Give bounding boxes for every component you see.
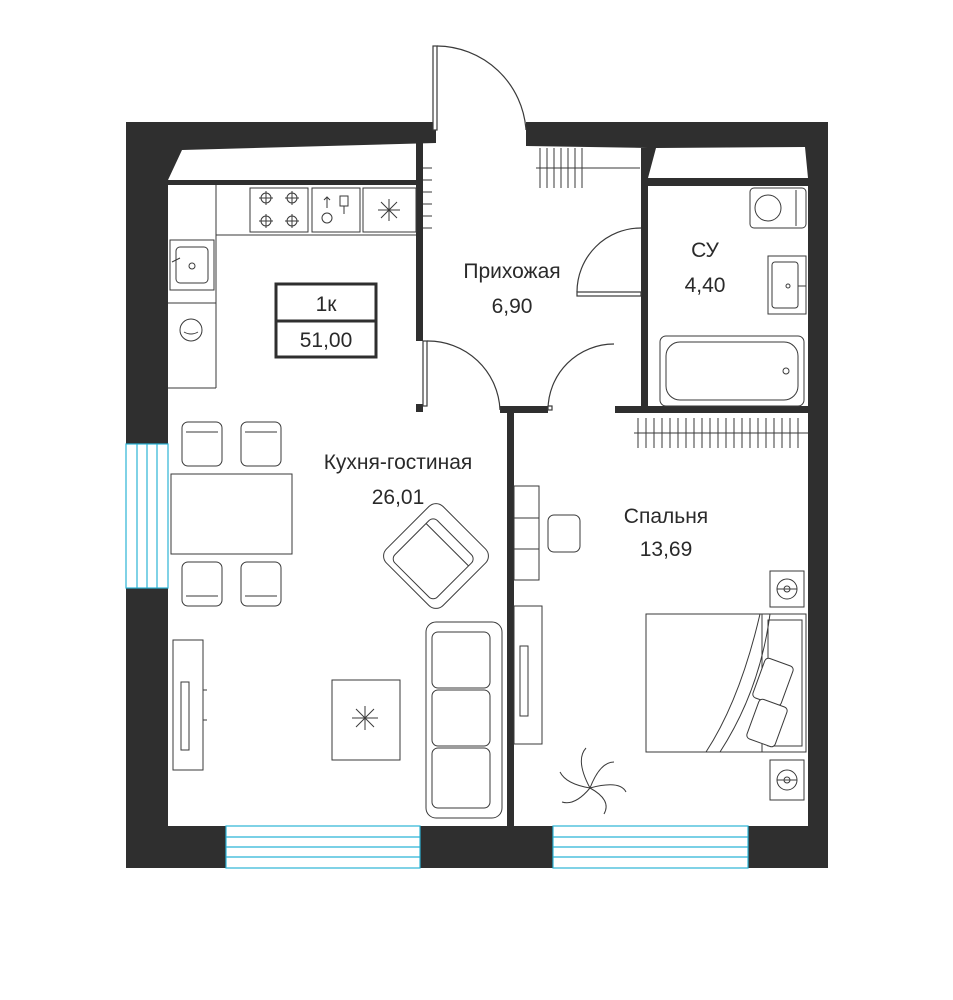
wall-bottom-left [126, 826, 226, 868]
radiators [423, 148, 808, 448]
bedroom-door [547, 343, 615, 411]
dining-set [170, 421, 293, 607]
coffee-table [331, 679, 401, 761]
apartment-type: 1к [316, 293, 338, 316]
hood-icon [362, 187, 417, 233]
window-bottom-left [225, 825, 421, 869]
hallway-left-wall-upper [416, 143, 423, 341]
entrance-door [432, 45, 527, 131]
stove-icon [249, 187, 309, 233]
pouf [547, 514, 581, 553]
chair [240, 561, 282, 607]
wall-left-lower [126, 588, 168, 868]
bedroom-divider-wall [507, 406, 514, 826]
apartment-total-area: 51,00 [300, 329, 353, 352]
sofa [425, 621, 503, 819]
wall-bottom-right [748, 826, 828, 868]
wardrobe [513, 485, 540, 581]
radiator-bedroom [634, 418, 808, 448]
hallway-right-wall [641, 148, 648, 412]
hallway-bottom-wall-right [615, 406, 648, 413]
chair [181, 421, 223, 467]
tv-unit [172, 639, 207, 771]
bedroom-tv-unit [513, 605, 543, 745]
doors [422, 45, 642, 411]
window-left [125, 443, 169, 589]
bedroom-furniture [513, 485, 807, 815]
armchair [383, 503, 489, 609]
room-area-bedroom: 13,69 [640, 538, 693, 561]
room-area-kitchen-living: 26,01 [372, 486, 425, 509]
coffee-machine-icon [311, 187, 361, 233]
bathroom-fixtures [659, 187, 807, 407]
wall-bottom-middle [420, 826, 553, 868]
room-area-bathroom: 4,40 [685, 274, 726, 297]
nightstand [769, 759, 805, 801]
kitchen-door [422, 340, 501, 411]
wall-top-left [126, 122, 436, 180]
plant-icon [352, 706, 378, 730]
washing-machine-icon [179, 318, 203, 342]
coat-rack [423, 167, 432, 229]
wall-top-right [526, 122, 828, 178]
room-labels: Прихожая 6,90 СУ 4,40 Кухня-гостиная 26,… [324, 239, 726, 561]
washbasin-icon [767, 255, 807, 315]
chair [181, 561, 223, 607]
kitchen-furniture [168, 185, 417, 389]
nightstand [769, 570, 805, 608]
kitchen-upper-partition [168, 180, 416, 185]
window-bottom-right [552, 825, 749, 869]
walls [126, 122, 828, 868]
room-name-kitchen-living: Кухня-гостиная [324, 451, 473, 474]
windows [125, 443, 749, 869]
wall-left-upper [126, 122, 168, 444]
room-name-hallway: Прихожая [463, 260, 560, 283]
plant-icon [559, 747, 627, 815]
sink-icon [169, 239, 215, 291]
chair [240, 421, 282, 467]
bathroom-door [576, 227, 642, 297]
apartment-badge: 1к 51,00 [274, 282, 378, 359]
bathtub-icon [659, 335, 805, 407]
partitions [168, 143, 808, 826]
dining-table [170, 473, 293, 555]
bathroom-bottom-wall [641, 406, 808, 413]
room-name-bedroom: Спальня [624, 505, 708, 528]
room-area-hallway: 6,90 [492, 295, 533, 318]
bathroom-top-wall [648, 178, 808, 186]
toilet-icon [749, 187, 807, 229]
hallway-left-wall-lower [416, 404, 423, 412]
hallway-bottom-wall-mid [500, 406, 548, 413]
radiator-hallway [536, 148, 640, 188]
room-name-bathroom: СУ [691, 239, 719, 262]
wall-right [808, 122, 828, 868]
bed [645, 613, 807, 753]
